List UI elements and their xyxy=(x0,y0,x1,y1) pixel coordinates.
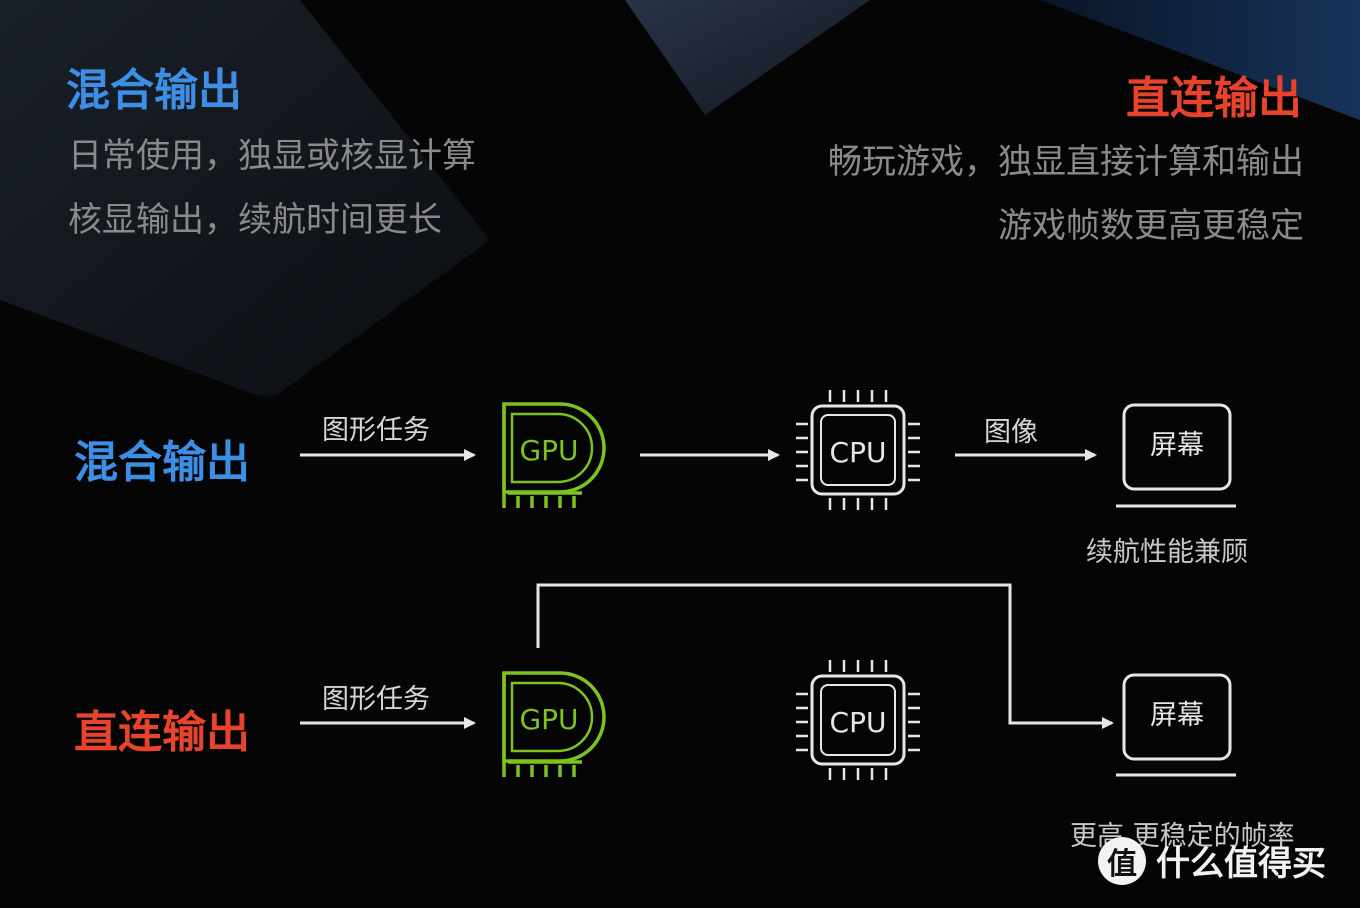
cpu-label-2: CPU xyxy=(830,706,887,739)
direct-row-label: 直连输出 xyxy=(74,707,250,758)
cpu-chip-icon-1 xyxy=(796,390,920,510)
image-label: 图像 xyxy=(984,417,1038,448)
direct-output-title: 直连输出 xyxy=(1126,73,1302,124)
screen-icon-2 xyxy=(1116,673,1236,777)
laptop-panel-top xyxy=(625,0,870,115)
cpu-chip-icon-2 xyxy=(796,660,920,780)
direct-output-desc-1: 畅玩游戏，独显直接计算和输出 xyxy=(828,142,1304,182)
screen-label-1: 屏幕 xyxy=(1150,430,1204,461)
mixed-task-label: 图形任务 xyxy=(322,415,430,446)
laptop-panel-left xyxy=(0,0,490,400)
mixed-row-label: 混合输出 xyxy=(74,437,250,488)
watermark-text: 什么值得买 xyxy=(1156,844,1326,884)
arrow-gpu-direct-to-screen xyxy=(536,583,1114,729)
watermark-logo-icon: 值 xyxy=(1098,836,1146,885)
mixed-screen-note: 续航性能兼顾 xyxy=(1086,537,1248,568)
cpu-label-1: CPU xyxy=(830,436,887,469)
gpu-label-1: GPU xyxy=(519,434,578,467)
direct-task-label: 图形任务 xyxy=(322,684,430,715)
gpu-chip-icon-2 xyxy=(502,671,606,777)
gpu-chip-icon-1 xyxy=(502,402,606,508)
direct-output-desc-2: 游戏帧数更高更稳定 xyxy=(998,206,1304,246)
mixed-output-desc-2: 核显输出，续航时间更长 xyxy=(68,200,442,240)
laptop-panel-right xyxy=(1040,0,1360,120)
screen-icon-1 xyxy=(1116,403,1236,508)
mixed-output-title: 混合输出 xyxy=(66,65,242,116)
screen-label-2: 屏幕 xyxy=(1150,700,1204,731)
gpu-label-2: GPU xyxy=(519,703,578,736)
watermark: 值 什么值得买 xyxy=(1098,836,1326,885)
mixed-output-desc-1: 日常使用，独显或核显计算 xyxy=(68,136,476,176)
